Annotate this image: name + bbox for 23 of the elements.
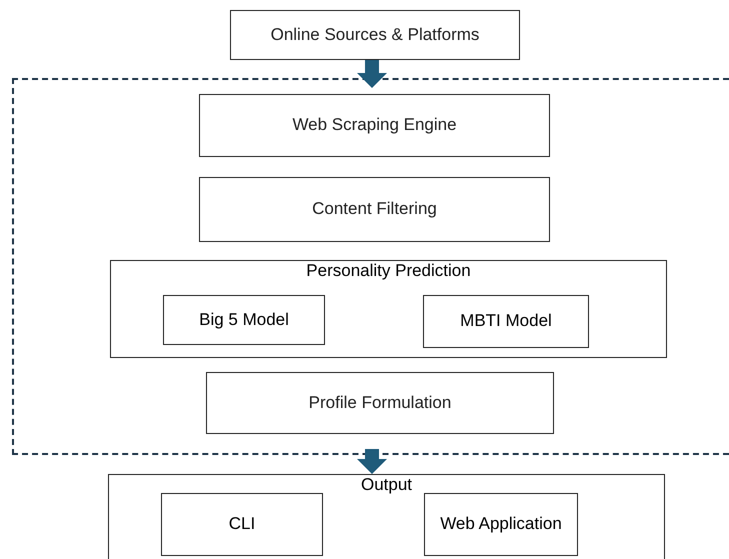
box-label: Content Filtering [312,199,437,220]
box-label: Web Scraping Engine [292,115,457,136]
box-label: Web Application [440,514,562,535]
group-heading: Output [360,475,412,494]
process-box [161,493,323,556]
group-heading: Personality Prediction [306,261,471,280]
block-arrow [357,60,387,88]
box-label: Profile Formulation [308,392,452,414]
dashed-boundary [12,78,729,455]
process-box [423,295,589,348]
process-box [424,493,578,556]
box-label: Big 5 Model [199,310,289,330]
box-label: Online Sources & Platforms [270,24,480,46]
group-box [110,260,667,358]
process-box [163,295,325,345]
process-box [206,372,554,434]
process-box [199,177,550,242]
process-box [199,94,550,157]
box-label: MBTI Model [460,311,552,332]
box-label: CLI [228,514,256,535]
group-box [108,474,665,559]
process-box [230,10,520,60]
block-arrow [357,449,387,474]
